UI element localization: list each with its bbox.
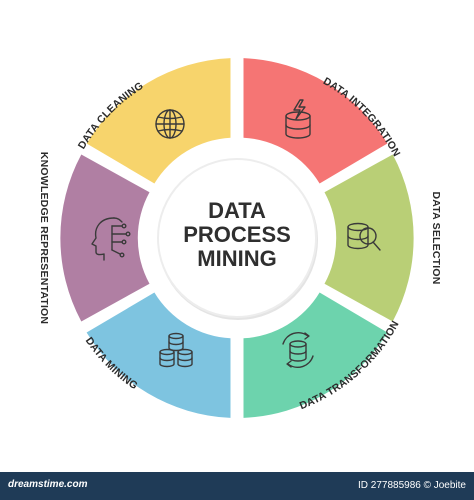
label-knowledge-representation: KNOWLEDGE REPRESENTATION bbox=[38, 152, 50, 324]
database-lightning-icon bbox=[285, 99, 311, 139]
database-cycle-icon bbox=[282, 332, 314, 368]
segment-data-integration bbox=[243, 58, 388, 184]
data-process-mining-diagram: DATA PROCESS MINING bbox=[38, 58, 442, 418]
globe-icon bbox=[155, 109, 185, 139]
watermark-id-text: ID 277885986 © Joebite bbox=[357, 480, 466, 491]
head-circuit-icon bbox=[91, 217, 131, 261]
watermark-brand: dreamstime.com bbox=[8, 479, 88, 490]
segment-data-mining bbox=[86, 292, 231, 418]
database-stack-icon bbox=[159, 332, 193, 368]
center-circle bbox=[157, 158, 317, 318]
segment-knowledge-representation bbox=[60, 154, 150, 322]
watermark-footer-bar: dreamstime.com ID 277885986 © Joebite bbox=[0, 472, 474, 500]
segment-data-selection bbox=[324, 154, 414, 322]
center-title-line-2: PROCESS bbox=[183, 222, 291, 247]
center-title-line-1: DATA bbox=[208, 198, 266, 223]
label-data-selection: DATA SELECTION bbox=[430, 191, 442, 284]
segment-data-cleaning bbox=[86, 58, 231, 184]
database-magnifier-icon bbox=[347, 222, 381, 251]
center-title-line-3: MINING bbox=[197, 246, 276, 271]
segment-data-transformation bbox=[243, 292, 388, 418]
